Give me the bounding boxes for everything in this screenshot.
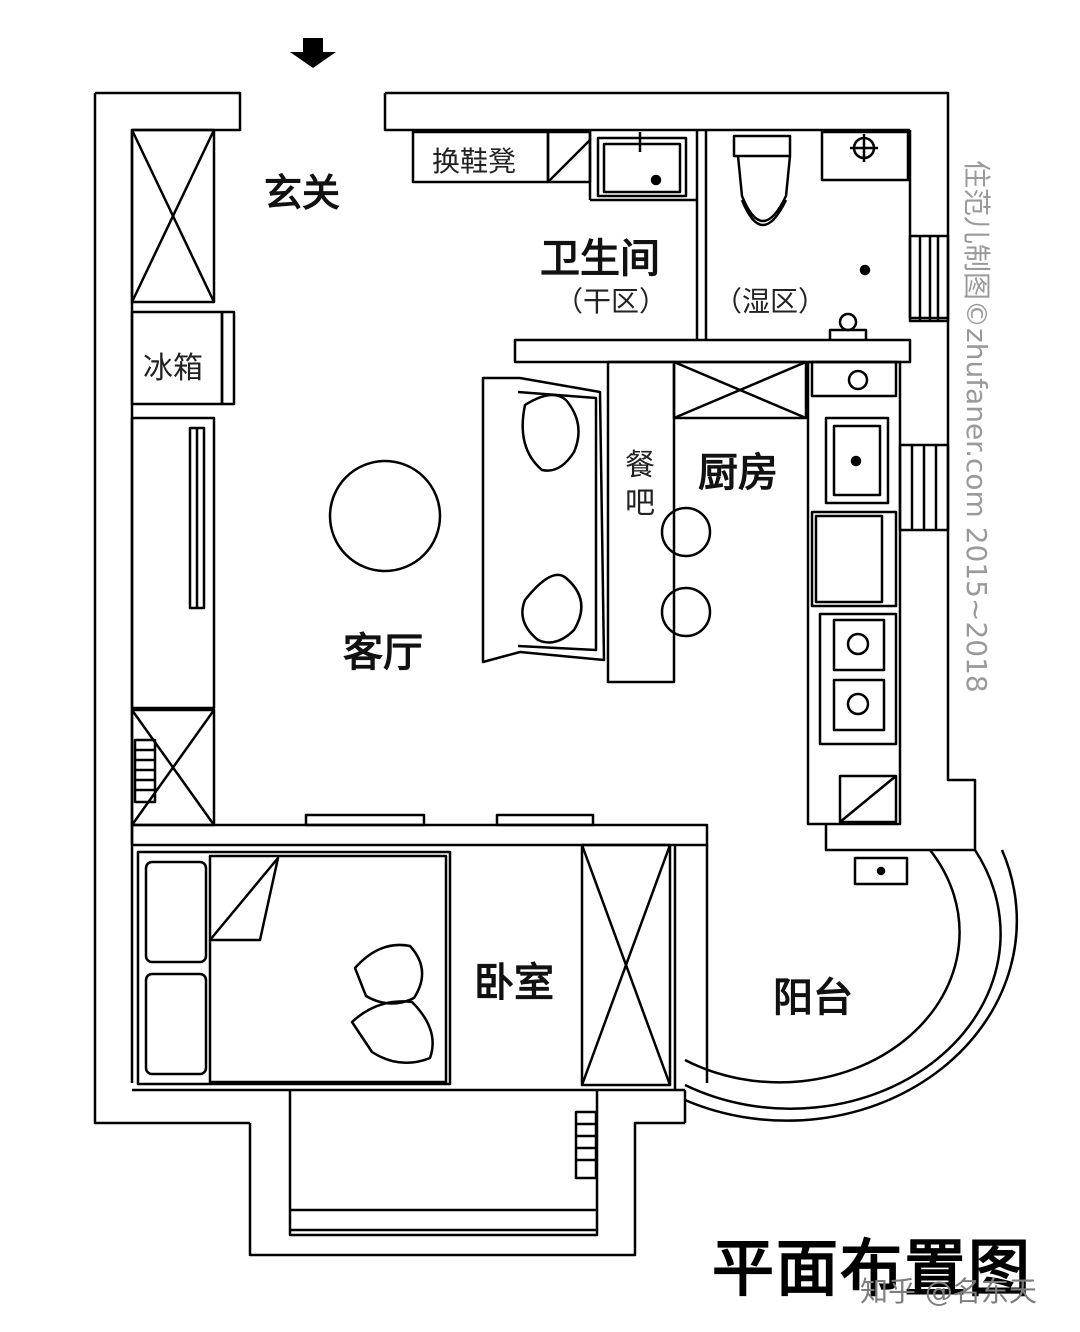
coffee-table (328, 459, 442, 573)
label-fridge: 冰箱 (143, 351, 203, 386)
fridge (130, 310, 236, 406)
sofa (481, 376, 606, 664)
balcony (684, 849, 1019, 1122)
label-shoe-bench: 换鞋凳 (432, 145, 517, 178)
arrow-down-icon (290, 38, 336, 68)
dining-bar (606, 360, 712, 684)
radiator-bedroom (574, 1110, 598, 1180)
label-bedroom: 卧室 (474, 960, 554, 1006)
label-kitchen: 厨房 (698, 450, 778, 496)
label-bathroom-wet: （湿区） (714, 285, 827, 318)
wardrobe-bedroom (580, 843, 672, 1087)
label-dining-bar-2: 吧 (625, 486, 655, 521)
bathroom-sink (596, 132, 688, 198)
storage-cabinet (130, 708, 216, 827)
bedroom-walls (130, 813, 709, 1123)
toilet (732, 134, 792, 227)
radiator-left (133, 738, 157, 804)
watermark: 住范儿制图©zhufaner.com 2015~2018 (960, 160, 993, 693)
shower (820, 130, 910, 340)
wardrobe-entrance (130, 128, 216, 304)
label-balcony: 阳台 (773, 975, 853, 1021)
kitchen-window (898, 443, 950, 532)
kitchen-upper (672, 360, 808, 420)
source-credit: 知乎 @名东天 (860, 1275, 1037, 1308)
bed (136, 850, 452, 1086)
kitchen-counter (806, 360, 902, 826)
label-bathroom: 卫生间 (540, 236, 660, 282)
page-title: 平面布置图 (712, 1232, 1033, 1305)
label-entrance: 玄关 (264, 171, 341, 215)
label-bathroom-dry: （干区） (555, 285, 668, 318)
label-living-room: 客厅 (343, 630, 423, 676)
tv-cabinet (130, 416, 216, 710)
outer-walls (93, 91, 977, 1257)
label-dining-bar-1: 餐 (625, 448, 655, 483)
bathroom-window (908, 234, 950, 323)
